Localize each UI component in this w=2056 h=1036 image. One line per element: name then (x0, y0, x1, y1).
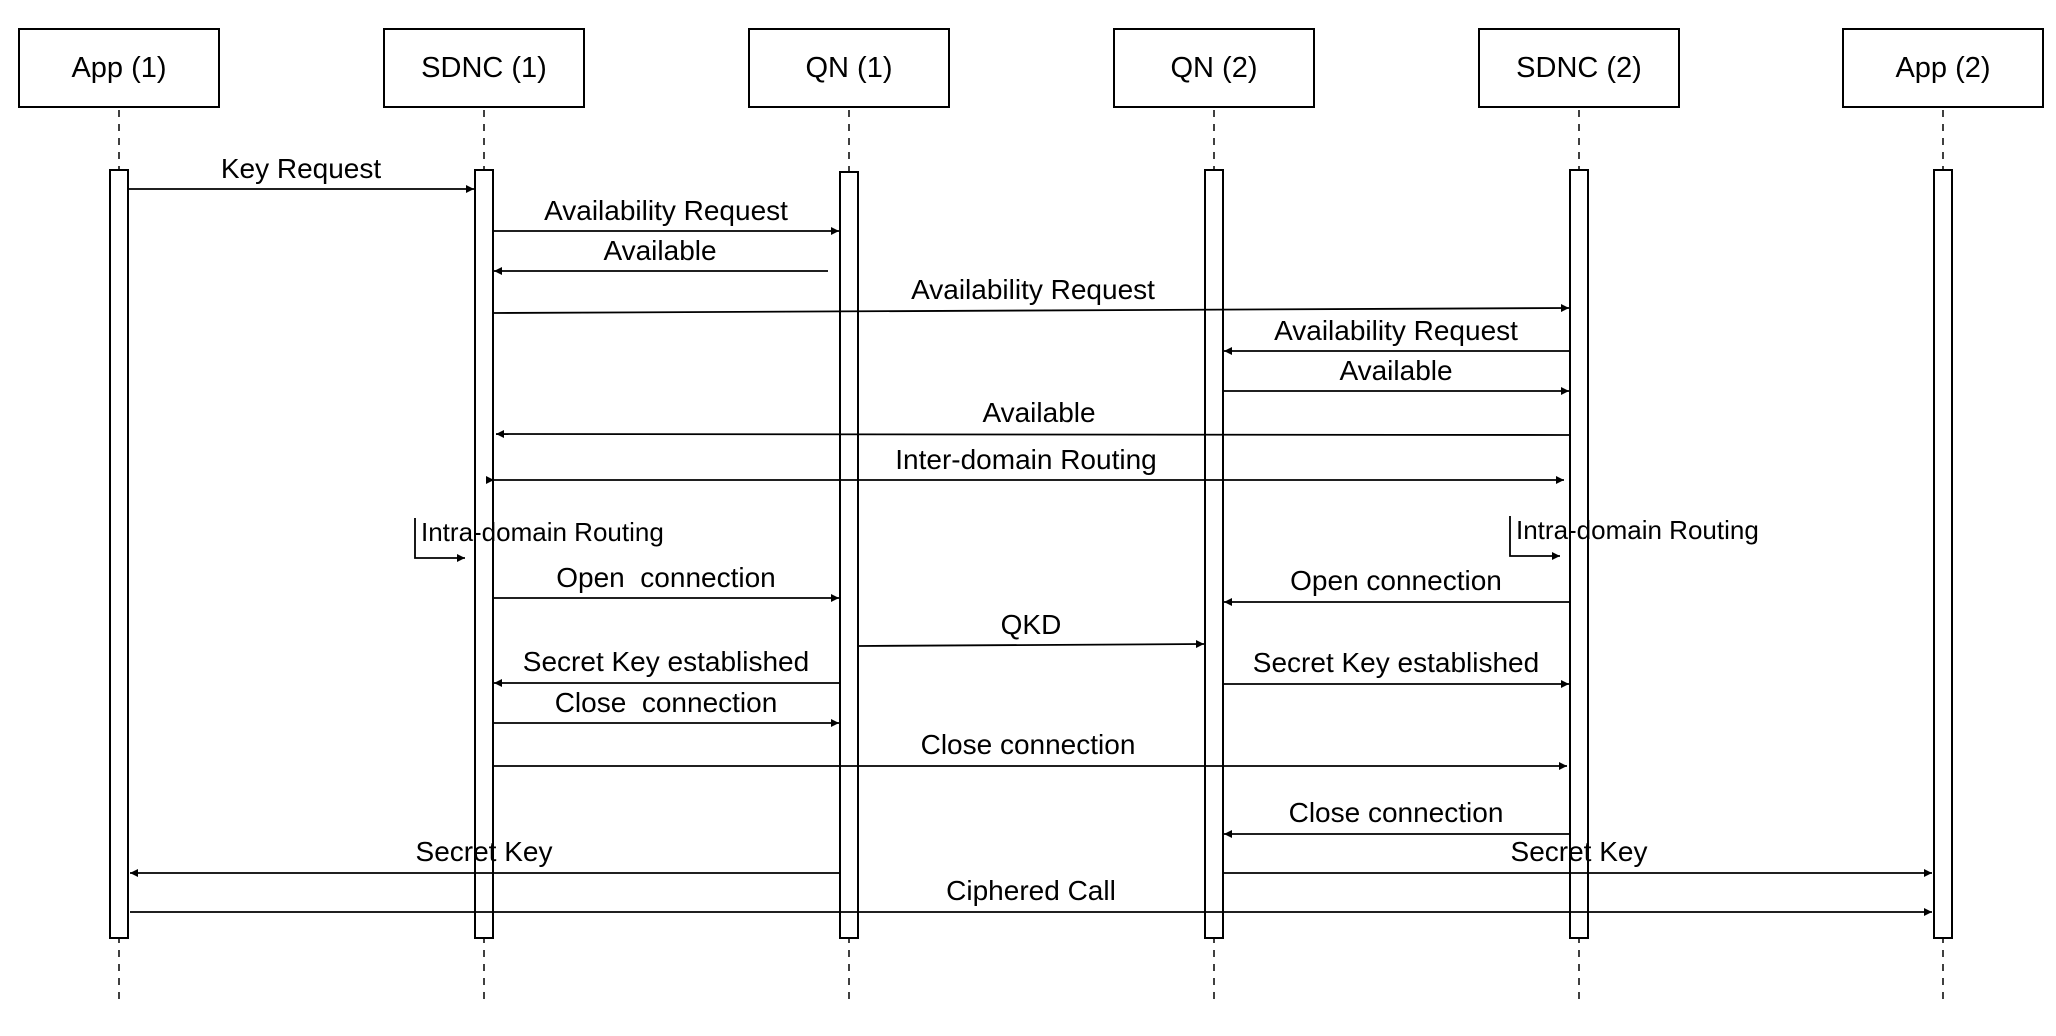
activation-bar-qn-2 (1204, 169, 1224, 939)
message-arrow (495, 430, 1570, 439)
message-label: Availability Request (544, 195, 788, 226)
participant-qn-2: QN (2) (1113, 28, 1315, 108)
messages: Key Request Availability Request Availab… (128, 153, 1932, 916)
activation-bars (109, 169, 1953, 939)
self-call-arrow (414, 518, 465, 562)
message-label: Open connection (1290, 565, 1502, 596)
message-label: Key Request (221, 153, 382, 184)
participant-sdnc-2: SDNC (2) (1478, 28, 1680, 108)
message-label: Available (982, 397, 1095, 428)
activation-bar-sdnc-2 (1569, 169, 1589, 939)
participant-app-2: App (2) (1842, 28, 2044, 108)
participant-app-1: App (1) (18, 28, 220, 108)
message-label: Ciphered Call (946, 875, 1116, 906)
message-label: Available (1339, 355, 1452, 386)
message-label: Close connection (555, 687, 778, 718)
self-call-label: Intra-domain Routing (1516, 515, 1759, 545)
participant-sdnc-1: SDNC (1) (383, 28, 585, 108)
message-label: QKD (1001, 609, 1062, 640)
activation-bar-sdnc-1 (474, 169, 494, 939)
message-label: Secret Key established (523, 646, 809, 677)
message-label: Availability Request (1274, 315, 1518, 346)
message-label: Secret Key (1511, 836, 1648, 867)
self-call-label: Intra-domain Routing (421, 517, 664, 547)
lifelines (118, 110, 1944, 1000)
message-label: Close connection (1289, 797, 1504, 828)
participant-qn-1: QN (1) (748, 28, 950, 108)
message-label: Secret Key (416, 836, 553, 867)
message-arrow (493, 304, 1570, 314)
message-label: Secret Key established (1253, 647, 1539, 678)
message-arrow (858, 640, 1205, 649)
message-label: Available (603, 235, 716, 266)
activation-bar-app-1 (109, 169, 129, 939)
message-label: Open connection (556, 562, 776, 593)
activation-bar-app-2 (1933, 169, 1953, 939)
activation-bar-qn-1 (839, 171, 859, 939)
message-label: Inter-domain Routing (895, 444, 1156, 475)
message-label: Availability Request (911, 274, 1155, 305)
message-label: Close connection (921, 729, 1136, 760)
self-call-arrow (1509, 516, 1560, 560)
